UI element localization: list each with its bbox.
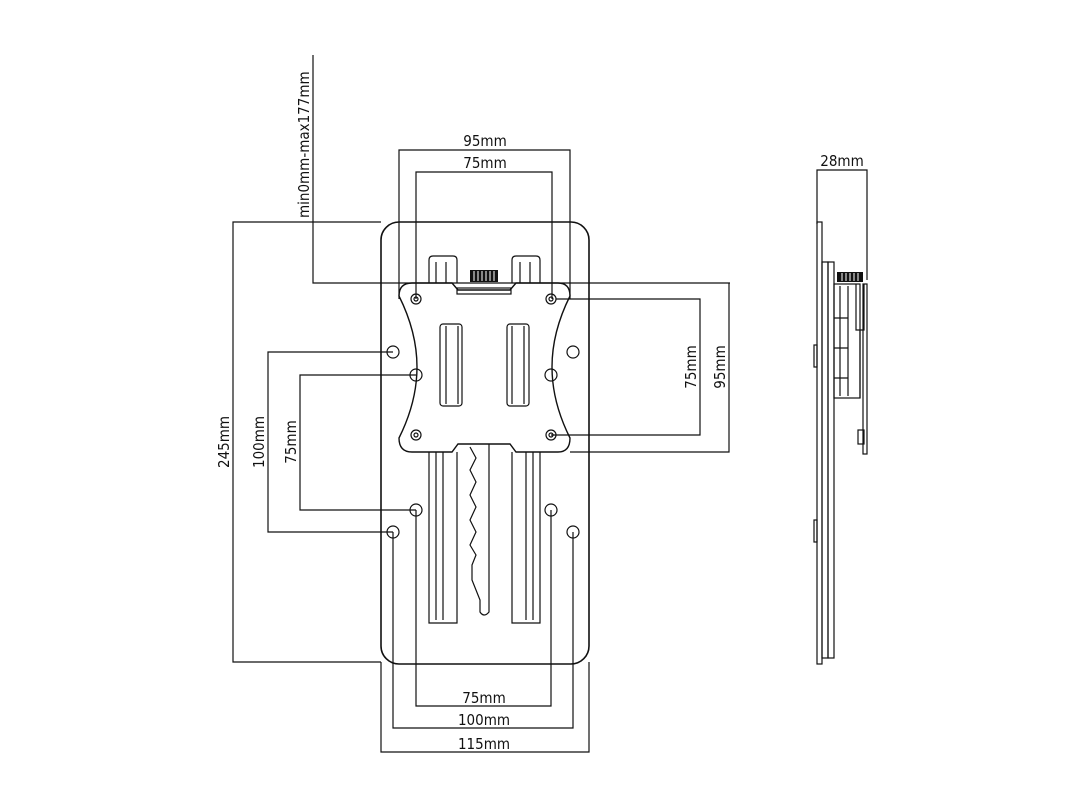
adapter-slot — [456, 287, 512, 295]
back-plate — [380, 221, 590, 665]
dimension-lines — [232, 55, 730, 753]
side-view — [813, 169, 868, 665]
slide-rails — [428, 255, 541, 624]
bottom-115mm-label: 115mm — [458, 735, 510, 753]
adjust-range-label: min0mm-max177mm — [295, 71, 313, 218]
adapter-windows — [439, 323, 530, 407]
vesa-adapter-plate — [398, 282, 571, 453]
top-75mm-label: 75mm — [463, 154, 506, 172]
left-100mm-label: 100mm — [250, 416, 268, 468]
bottom-75mm-label: 75mm — [462, 689, 505, 707]
bottom-100mm-label: 100mm — [458, 711, 510, 729]
total-245mm-label: 245mm — [215, 416, 233, 468]
right-95mm-label: 95mm — [711, 345, 729, 388]
adjust-knob — [470, 270, 498, 282]
top-95mm-label: 95mm — [463, 132, 506, 150]
left-75mm-label: 75mm — [282, 420, 300, 463]
right-75mm-label: 75mm — [682, 345, 700, 388]
side-28mm-label: 28mm — [820, 152, 863, 170]
